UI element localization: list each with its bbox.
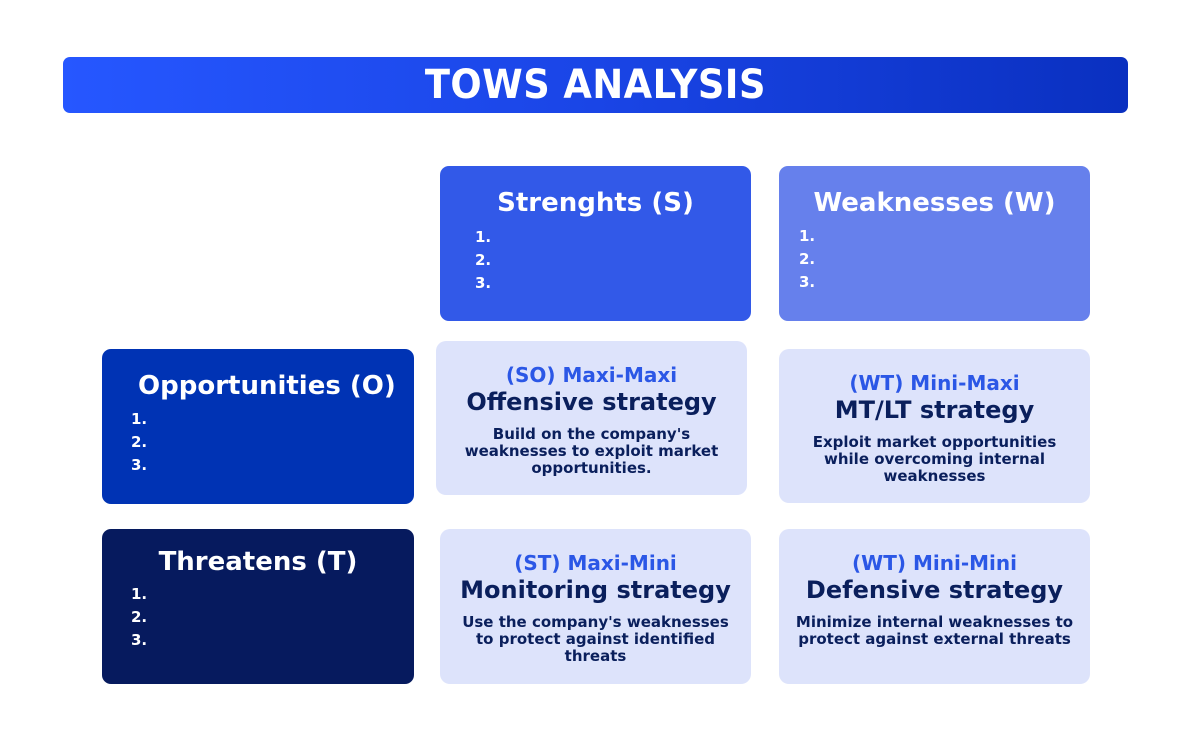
- strategy-name: Defensive strategy: [805, 576, 1064, 604]
- list-item: 2.: [799, 250, 816, 268]
- list-item: 3.: [475, 274, 492, 292]
- st-strategy-box: (ST) Maxi-Mini Monitoring strategy Use t…: [440, 529, 751, 684]
- list-item: 3.: [131, 456, 148, 474]
- title-banner: TOWS ANALYSIS: [63, 57, 1128, 113]
- strategy-code: (WT) Mini-Mini: [852, 551, 1017, 575]
- threats-box: Threatens (T) 1. 2. 3.: [102, 529, 414, 684]
- opportunities-heading: Opportunities (O): [138, 371, 396, 401]
- list-item: 1.: [131, 410, 148, 428]
- list-item: 3.: [131, 631, 148, 649]
- strategy-description: Exploit market opportunities while overc…: [812, 433, 1057, 485]
- wo-strategy-box: (WT) Mini-Maxi MT/LT strategy Exploit ma…: [779, 349, 1090, 503]
- strategy-code: (ST) Maxi-Mini: [514, 551, 677, 575]
- strategy-code: (WT) Mini-Maxi: [849, 371, 1020, 395]
- weaknesses-heading: Weaknesses (W): [813, 188, 1056, 218]
- weaknesses-list: 1. 2. 3.: [799, 225, 815, 294]
- threats-heading: Threatens (T): [158, 547, 358, 577]
- list-item: 1.: [799, 227, 816, 245]
- strategy-description: Minimize internal weaknesses to protect …: [795, 613, 1074, 648]
- opportunities-list: 1. 2. 3.: [131, 408, 147, 477]
- strategy-name: Offensive strategy: [466, 388, 717, 416]
- list-item: 3.: [799, 273, 816, 291]
- weaknesses-box: Weaknesses (W) 1. 2. 3.: [779, 166, 1090, 321]
- strategy-description: Build on the company's weaknesses to exp…: [464, 425, 719, 477]
- threats-list: 1. 2. 3.: [131, 583, 147, 652]
- strategy-name: MT/LT strategy: [834, 396, 1035, 424]
- list-item: 2.: [475, 251, 492, 269]
- so-strategy-box: (SO) Maxi-Maxi Offensive strategy Build …: [436, 341, 747, 495]
- wt-strategy-box: (WT) Mini-Mini Defensive strategy Minimi…: [779, 529, 1090, 684]
- list-item: 2.: [131, 608, 148, 626]
- strengths-box: Strenghts (S) 1. 2. 3.: [440, 166, 751, 321]
- strategy-description: Use the company's weaknesses to protect …: [462, 613, 729, 665]
- opportunities-box: Opportunities (O) 1. 2. 3.: [102, 349, 414, 504]
- list-item: 1.: [131, 585, 148, 603]
- list-item: 2.: [131, 433, 148, 451]
- strengths-heading: Strenghts (S): [497, 188, 694, 218]
- strengths-list: 1. 2. 3.: [475, 226, 491, 295]
- strategy-name: Monitoring strategy: [460, 576, 731, 604]
- strategy-code: (SO) Maxi-Maxi: [505, 363, 678, 387]
- list-item: 1.: [475, 228, 492, 246]
- page-title: TOWS ANALYSIS: [424, 62, 767, 108]
